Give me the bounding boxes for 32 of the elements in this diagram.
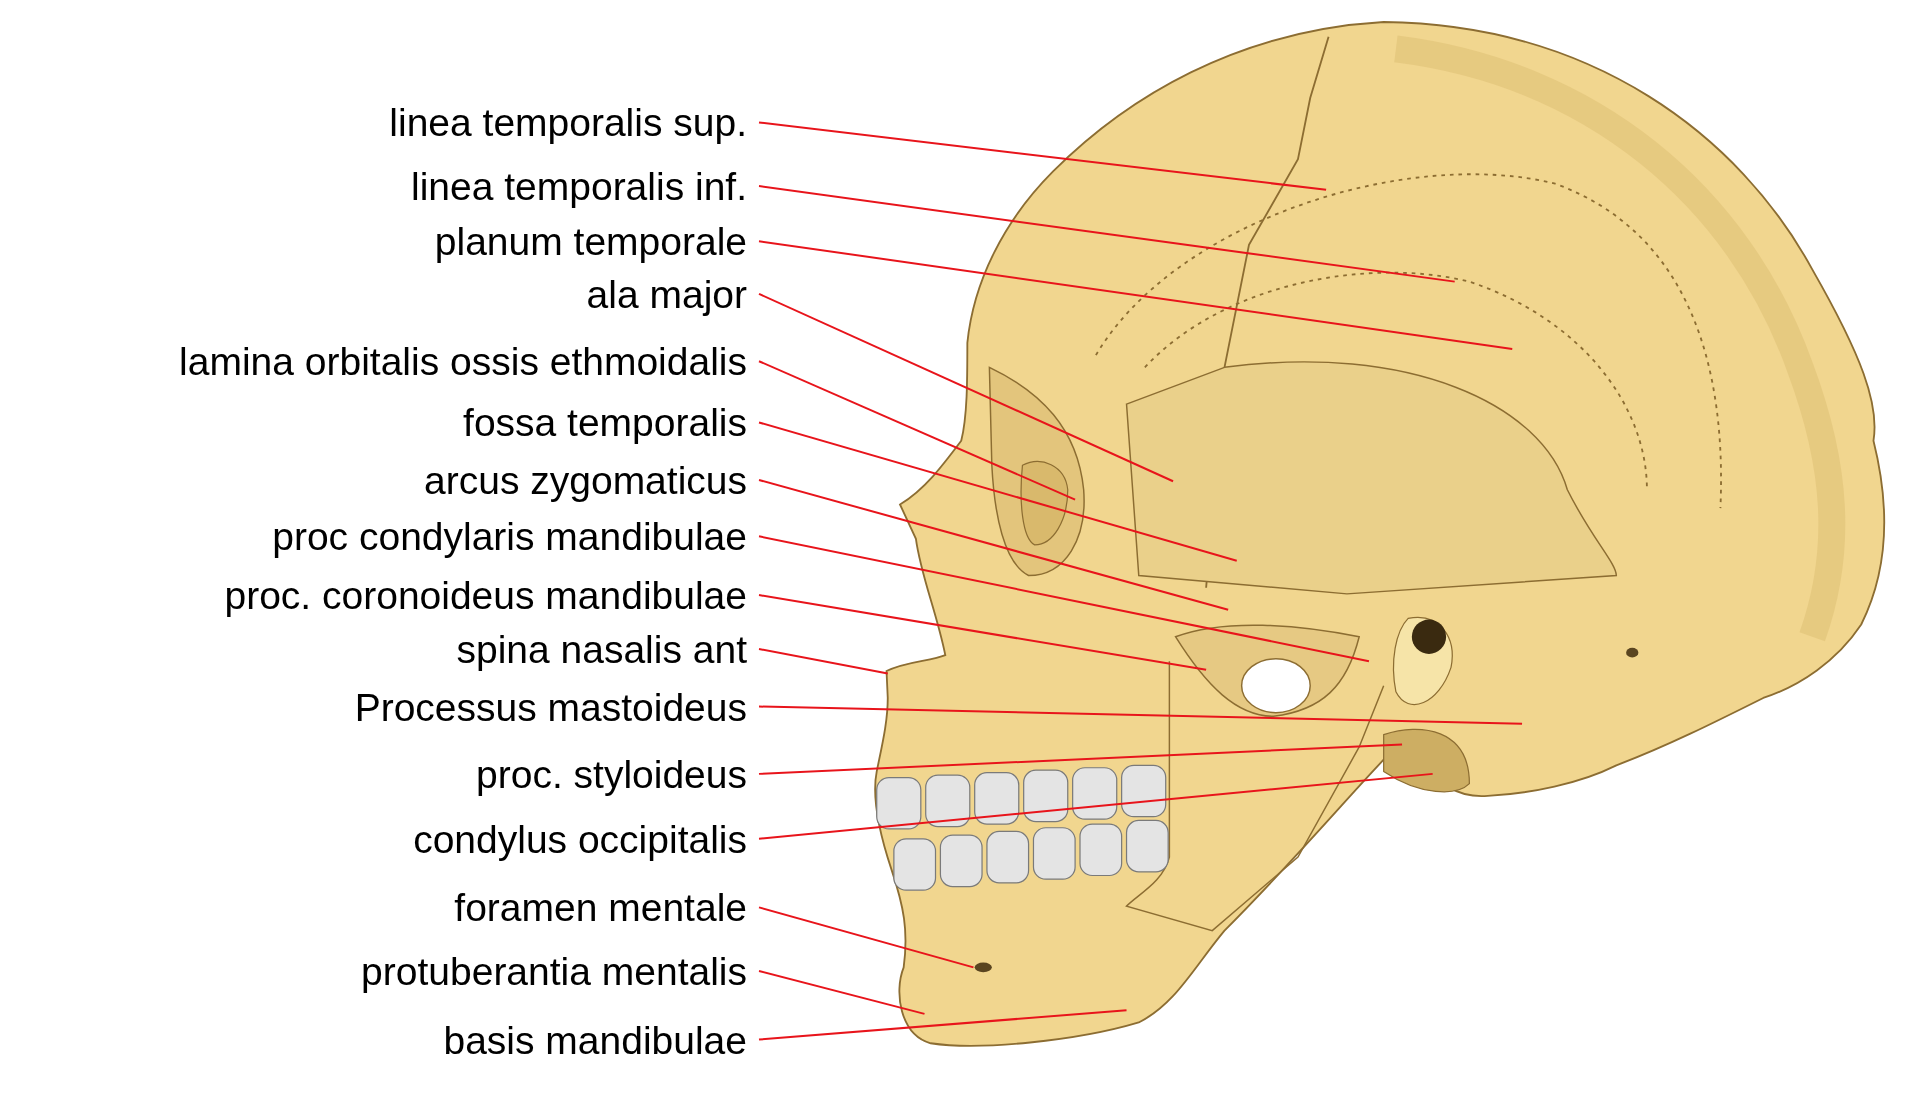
- leader-line: [758, 421, 1238, 562]
- part-label: arcus zygomaticus: [424, 458, 747, 502]
- leader-line: [758, 970, 926, 1015]
- part-label: foramen mentale: [454, 885, 747, 929]
- part-label: protuberantia mentalis: [361, 949, 747, 993]
- part-label: basis mandibulae: [443, 1018, 747, 1062]
- leader-line: [758, 535, 1370, 663]
- leader-line: [758, 906, 975, 969]
- leader-line: [758, 479, 1230, 611]
- leader-line: [758, 121, 1328, 191]
- leader-line: [758, 705, 1524, 725]
- part-label: lamina orbitalis ossis ethmoidalis: [179, 339, 747, 383]
- part-label: linea temporalis sup.: [389, 100, 747, 144]
- leader-line: [758, 240, 1514, 350]
- leader-line: [758, 292, 1175, 483]
- part-label: proc. coronoideus mandibulae: [224, 573, 747, 617]
- part-label: Processus mastoideus: [354, 685, 747, 728]
- part-label: planum temporale: [434, 219, 747, 263]
- part-label: proc condylaris mandibulae: [272, 514, 747, 558]
- leader-line: [758, 360, 1077, 501]
- leader-line: [758, 647, 889, 675]
- leader-line: [758, 185, 1456, 283]
- leader-line: [758, 1009, 1128, 1041]
- leader-line: [758, 772, 1434, 840]
- part-label: spina nasalis ant: [456, 627, 747, 671]
- part-label: proc. styloideus: [476, 752, 747, 796]
- part-label: ala major: [586, 272, 747, 316]
- leader-line: [758, 594, 1208, 671]
- leader-line: [758, 743, 1404, 775]
- part-label: condylus occipitalis: [413, 817, 747, 861]
- part-label: linea temporalis inf.: [411, 164, 747, 208]
- part-label: fossa temporalis: [463, 400, 747, 444]
